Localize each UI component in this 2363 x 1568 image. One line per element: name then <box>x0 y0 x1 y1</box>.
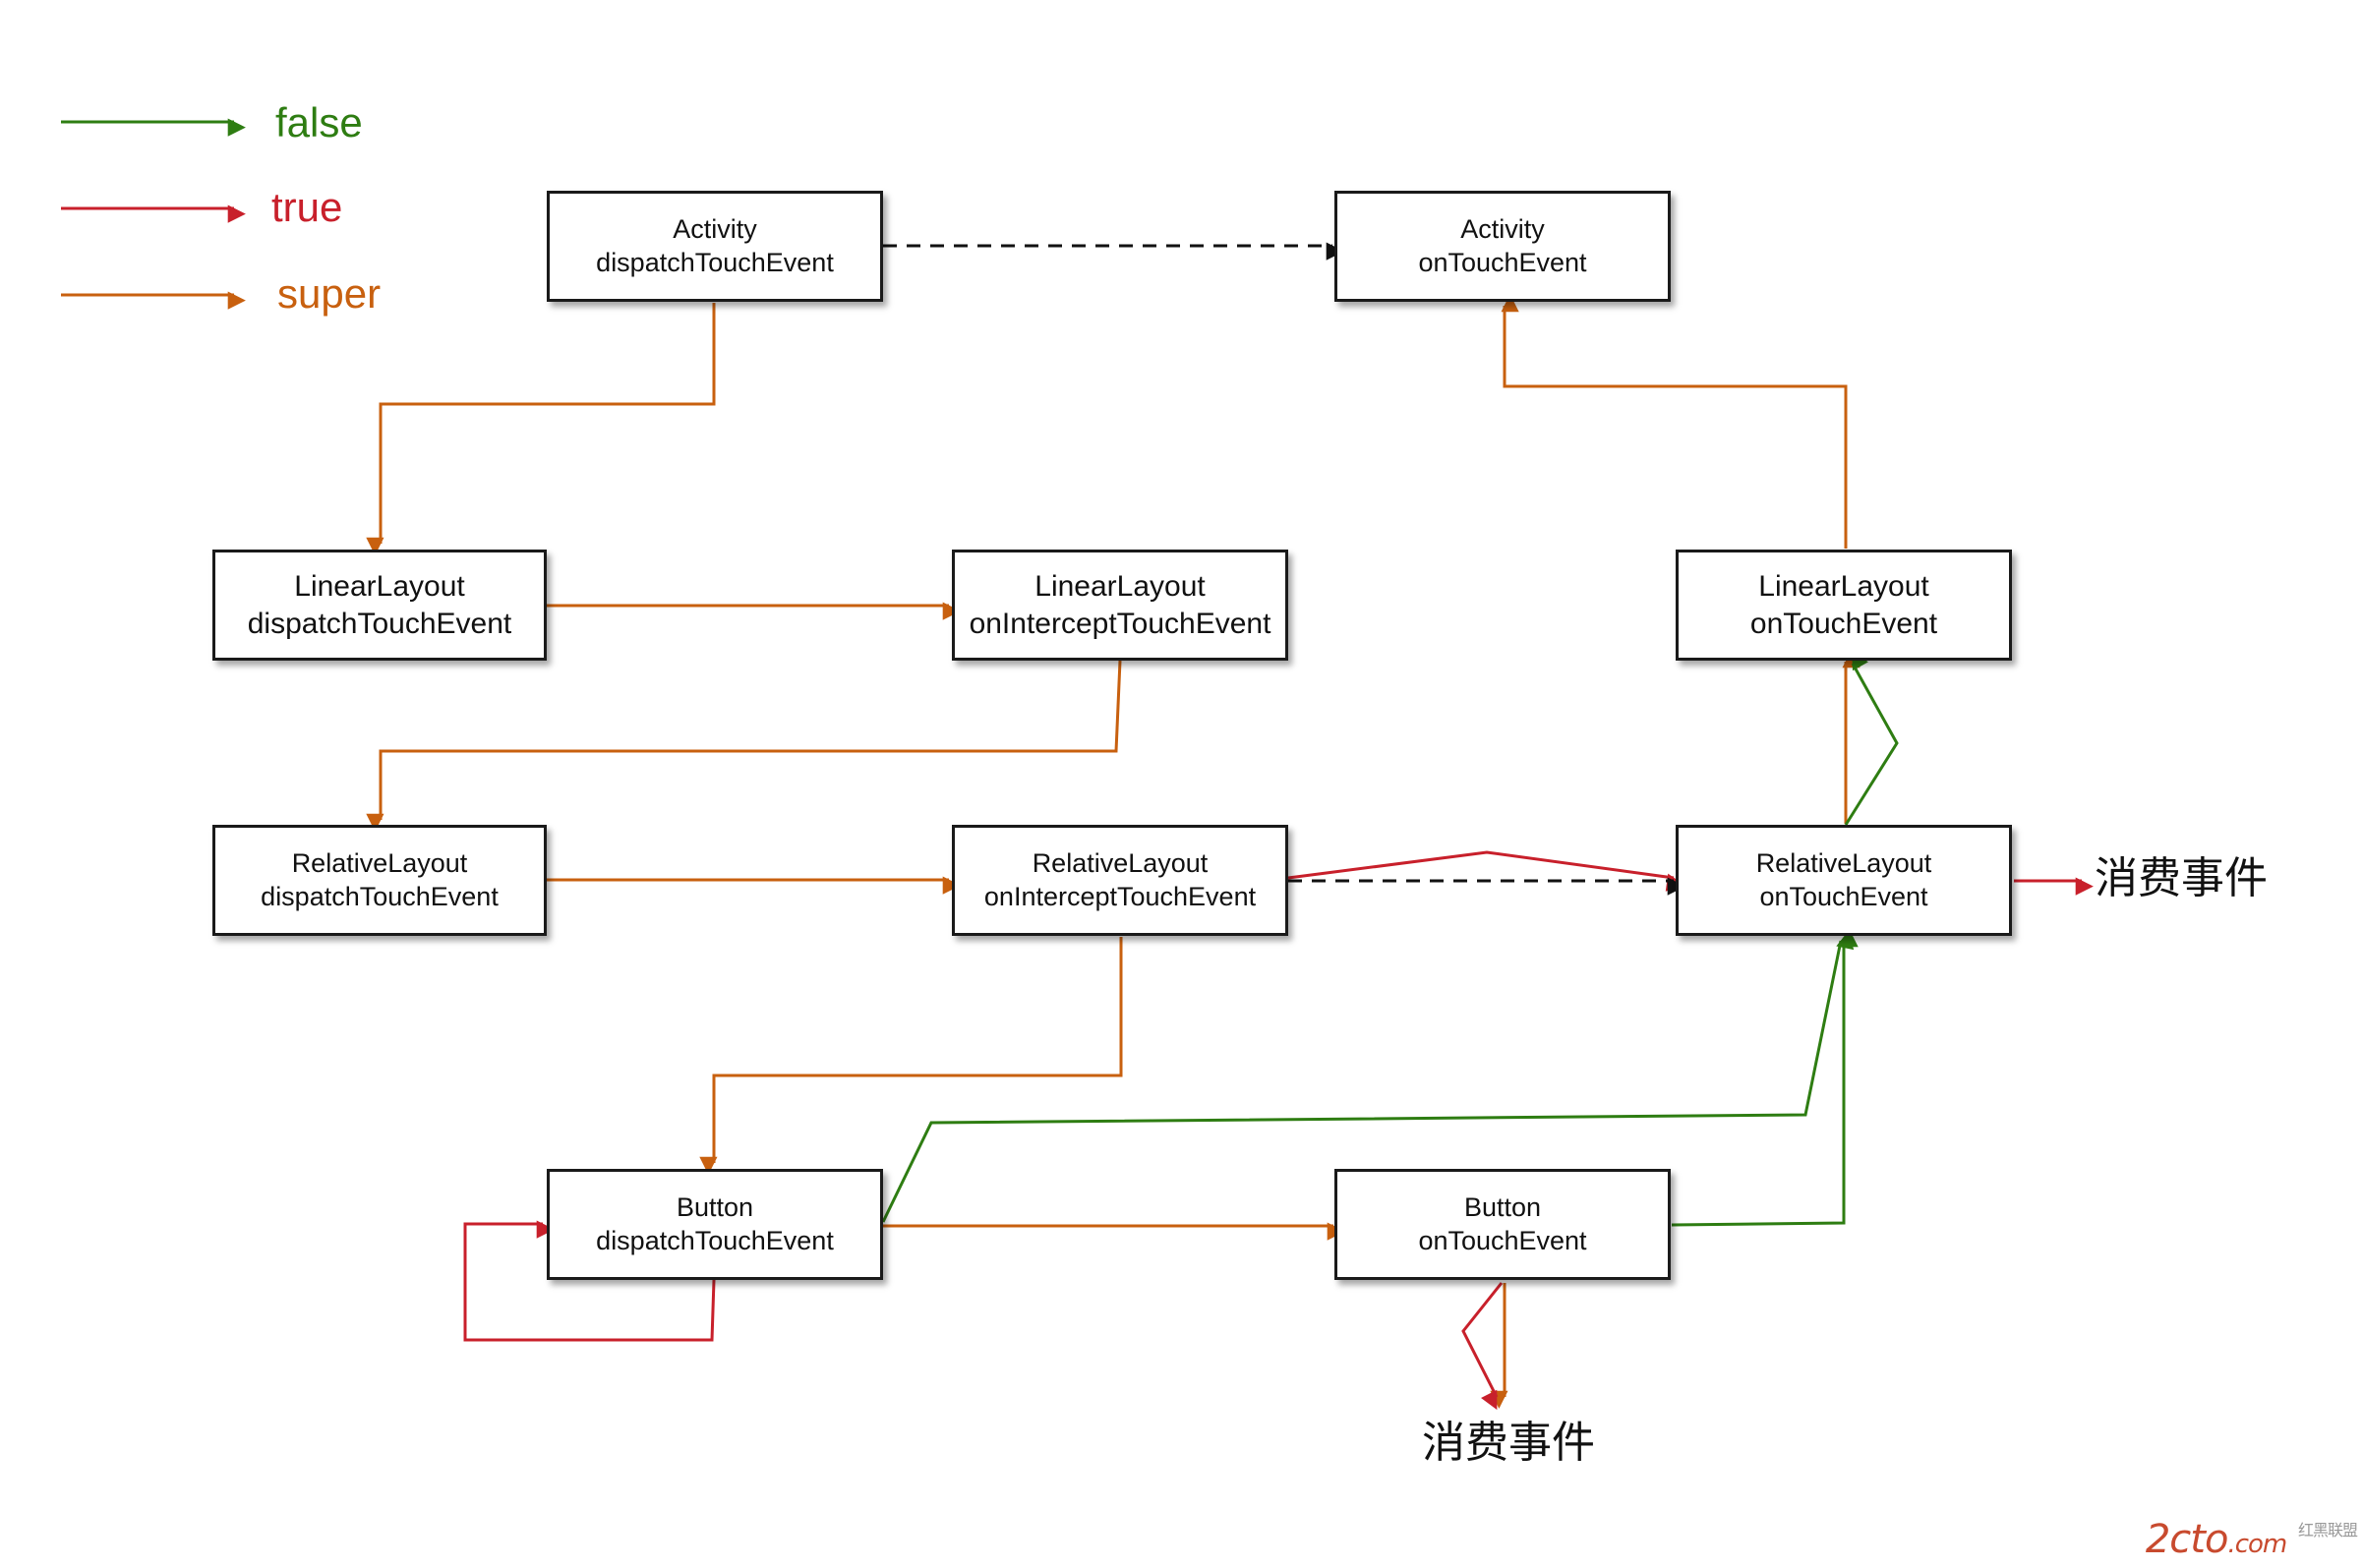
node-title: Button <box>1463 1191 1542 1222</box>
node-method: onTouchEvent <box>1759 881 1928 911</box>
arrow-button-ontouch-false-to-relative-ontouch <box>1671 929 1859 1227</box>
node-linearlayout-dispatch-touch-event: LinearLayout dispatchTouchEvent <box>212 550 547 661</box>
arrow-activity-to-linear-dispatch <box>366 303 716 555</box>
node-title: LinearLayout <box>1758 570 1929 603</box>
arrow-linear-ontouch-to-activity-ontouch <box>1501 294 1848 549</box>
node-method: onTouchEvent <box>1749 607 1938 640</box>
arrow-relative-ontouch-false-to-linear-ontouch <box>1844 650 1899 826</box>
node-method: dispatchTouchEvent <box>596 1225 834 1255</box>
legend-super-label: super <box>277 270 382 317</box>
arrow-linear-intercept-to-relative-dispatch <box>366 660 1122 832</box>
node-title: Activity <box>673 213 757 244</box>
node-title: LinearLayout <box>294 570 465 603</box>
node-linearlayout-on-intercept-touch-event: LinearLayout onInterceptTouchEvent <box>952 550 1288 661</box>
arrow-relative-intercept-true-to-relative-ontouch <box>1287 850 1685 892</box>
legend-true-label: true <box>271 184 343 230</box>
node-title: RelativeLayout <box>1032 847 1209 878</box>
node-title: Activity <box>1460 213 1545 244</box>
node-activity-on-touch-event: Activity onTouchEvent <box>1334 191 1671 302</box>
node-title: RelativeLayout <box>1755 847 1932 878</box>
consume-event-label-bottom: 消费事件 <box>1422 1418 1595 1468</box>
node-relativelayout-on-touch-event: RelativeLayout onTouchEvent <box>1676 825 2012 936</box>
node-button-dispatch-touch-event: Button dispatchTouchEvent <box>547 1169 883 1280</box>
arrow-button-dispatch-false-to-relative-ontouch <box>881 930 1855 1223</box>
node-method: onInterceptTouchEvent <box>983 881 1257 911</box>
watermark-small: 红黑联盟 <box>2297 1521 2358 1539</box>
node-title: RelativeLayout <box>291 847 468 878</box>
node-method: onTouchEvent <box>1418 247 1587 277</box>
watermark-logo: 2cto.com 红黑联盟 <box>2145 1517 2358 1562</box>
consume-event-label-right: 消费事件 <box>2095 853 2268 903</box>
arrow-button-ontouch-true-to-consume <box>1461 1282 1504 1411</box>
node-activity-dispatch-touch-event: Activity dispatchTouchEvent <box>547 191 883 302</box>
node-relativelayout-on-intercept-touch-event: RelativeLayout onInterceptTouchEvent <box>952 825 1288 936</box>
node-linearlayout-on-touch-event: LinearLayout onTouchEvent <box>1676 550 2012 661</box>
node-title: Button <box>676 1191 754 1222</box>
node-button-on-touch-event: Button onTouchEvent <box>1334 1169 1671 1280</box>
legend-false-label: false <box>275 99 363 145</box>
arrow-relative-intercept-to-button-dispatch <box>699 937 1123 1175</box>
node-method: dispatchTouchEvent <box>596 247 834 277</box>
node-method: dispatchTouchEvent <box>261 881 499 911</box>
node-method: onInterceptTouchEvent <box>969 607 1271 640</box>
node-method: onTouchEvent <box>1418 1225 1587 1255</box>
node-title: LinearLayout <box>1034 570 1206 603</box>
watermark-suffix: .com <box>2227 1530 2287 1559</box>
arrow-button-dispatch-true-loop <box>463 1220 716 1342</box>
watermark-main: 2cto <box>2145 1517 2229 1562</box>
node-method: dispatchTouchEvent <box>247 607 512 640</box>
node-relativelayout-dispatch-touch-event: RelativeLayout dispatchTouchEvent <box>212 825 547 936</box>
